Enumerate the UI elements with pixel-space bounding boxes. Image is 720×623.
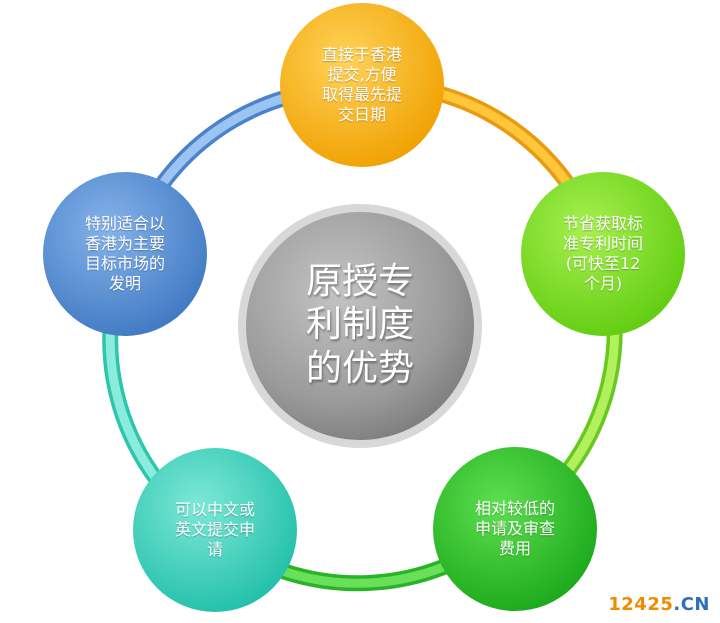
node-right-label: 节省获取标 准专利时间 (可快至12 个月) — [562, 214, 643, 293]
watermark-dot: . — [673, 594, 681, 615]
node-bottom-right-label: 相对较低的 申请及审查 费用 — [474, 499, 555, 558]
center-label: 原授专 利制度 的优势 — [305, 261, 414, 389]
node-top-label: 直接于香港 提交,方便 取得最先提 交日期 — [321, 45, 402, 124]
node-top-circle — [280, 3, 444, 167]
node-bottom-left-circle — [133, 448, 297, 612]
node-left-label: 特别适合以 香港为主要 目标市场的 发明 — [84, 214, 165, 293]
site-watermark: 12425.CN — [608, 594, 710, 615]
node-bottom-right-circle — [433, 447, 597, 611]
node-right-circle — [521, 172, 685, 336]
node-left-circle — [43, 172, 207, 336]
node-bottom-left-label: 可以中文或 英文提交申 请 — [174, 500, 255, 559]
watermark-suffix: CN — [680, 594, 710, 615]
center-circle-fill — [246, 212, 474, 440]
watermark-number: 12425 — [608, 594, 674, 615]
